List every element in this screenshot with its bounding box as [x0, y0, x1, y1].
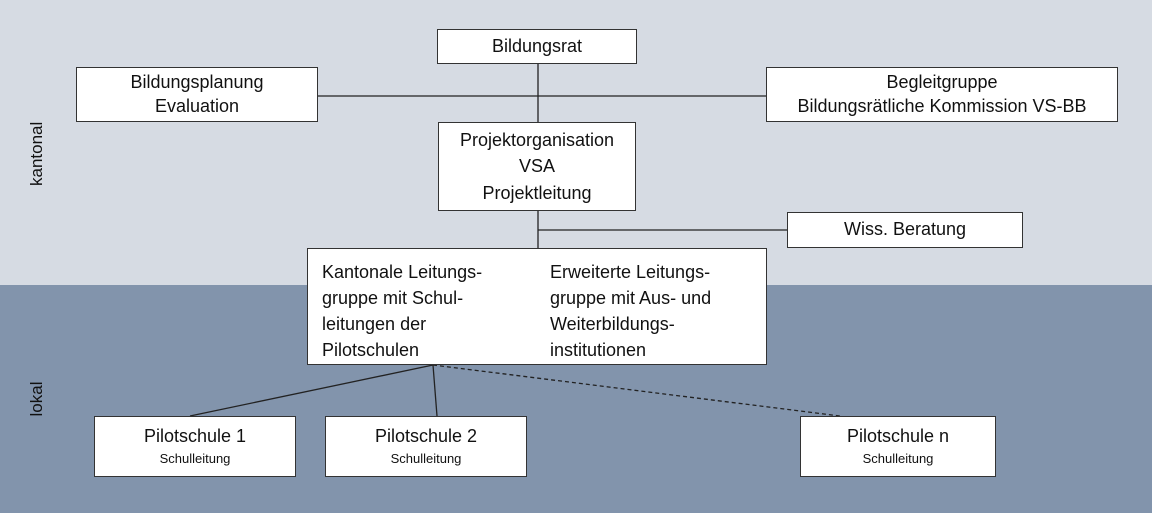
begleitgruppe-box: Begleitgruppe Bildungsrätliche Kommissio… [766, 67, 1118, 122]
line-to-pilotschule-1 [189, 364, 434, 417]
wiss-beratung-box: Wiss. Beratung [787, 212, 1023, 248]
bildungsplanung-line1: Bildungsplanung [130, 72, 264, 93]
leitungsgruppe-box: Kantonale Leitungs- gruppe mit Schul- le… [307, 248, 767, 365]
wiss-beratung-label: Wiss. Beratung [843, 219, 967, 240]
projektorganisation-line1: Projektorganisation [459, 130, 615, 151]
projektorganisation-line3: Projektleitung [482, 182, 592, 203]
begleitgruppe-line1: Begleitgruppe [886, 72, 998, 93]
bildungsrat-label: Bildungsrat [491, 35, 583, 56]
projektorganisation-box: Projektorganisation VSA Projektleitung [438, 122, 636, 211]
bildungsplanung-line2: Evaluation [154, 95, 240, 116]
bildungsrat-box: Bildungsrat [437, 29, 637, 64]
pilotschule-n-box: Pilotschule n Schulleitung [800, 416, 996, 477]
pilotschule-n-name: Pilotschule n [846, 426, 950, 447]
pilotschule-1-sub: Schulleitung [159, 450, 231, 466]
pilotschule-2-sub: Schulleitung [390, 450, 462, 466]
projektorganisation-line2: VSA [518, 156, 556, 177]
pilotschule-1-name: Pilotschule 1 [143, 426, 247, 447]
begleitgruppe-line2: Bildungsrätliche Kommission VS-BB [797, 95, 1087, 116]
bildungsplanung-box: Bildungsplanung Evaluation [76, 67, 318, 122]
erweiterte-leitungsgruppe-text: Erweiterte Leitungs- gruppe mit Aus- und… [550, 262, 712, 361]
kantonale-leitungsgruppe-text: Kantonale Leitungs- gruppe mit Schul- le… [322, 262, 483, 361]
line-to-pilotschule-n [432, 364, 841, 417]
pilotschule-2-name: Pilotschule 2 [374, 426, 478, 447]
line-to-pilotschule-2 [432, 364, 438, 417]
pilotschule-1-box: Pilotschule 1 Schulleitung [94, 416, 296, 477]
pilotschule-2-box: Pilotschule 2 Schulleitung [325, 416, 527, 477]
pilotschule-n-sub: Schulleitung [862, 450, 934, 466]
